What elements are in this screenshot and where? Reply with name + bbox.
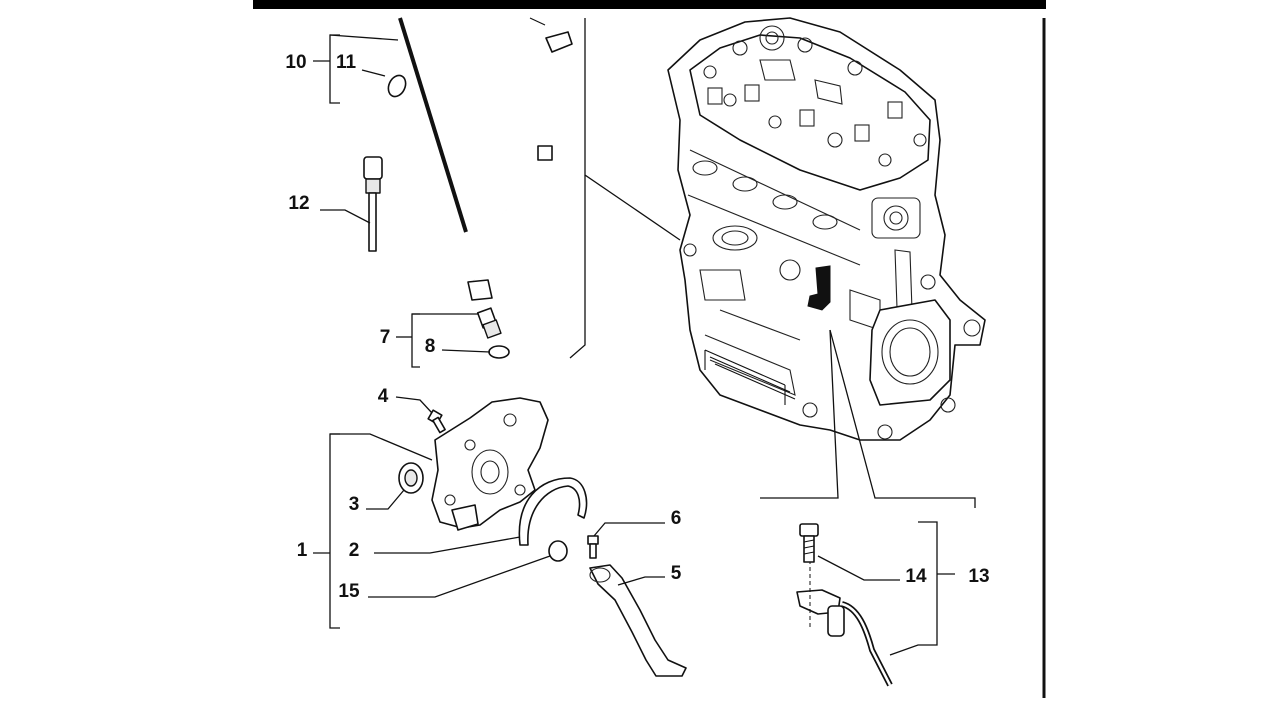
bolt-4 bbox=[427, 409, 446, 434]
callout-11: 11 bbox=[336, 52, 357, 73]
callout-10: 10 bbox=[285, 52, 306, 73]
top-border-bar bbox=[253, 0, 1046, 9]
callout-14: 14 bbox=[905, 566, 927, 587]
callout-leaders bbox=[313, 34, 955, 656]
temperature-sender bbox=[476, 307, 502, 339]
callout-3: 3 bbox=[349, 494, 360, 515]
oil-level-sensor bbox=[363, 156, 383, 252]
dipstick-tube bbox=[398, 17, 573, 301]
callout-4: 4 bbox=[378, 386, 389, 407]
callout-6: 6 bbox=[671, 508, 682, 529]
o-ring-15 bbox=[548, 540, 568, 562]
bolt-14 bbox=[799, 523, 819, 563]
o-ring-11 bbox=[387, 74, 407, 98]
callout-5: 5 bbox=[671, 563, 682, 584]
callout-labels: 10 11 12 7 8 4 3 1 2 15 6 5 14 13 bbox=[285, 52, 989, 602]
callout-8: 8 bbox=[425, 336, 436, 357]
callout-12: 12 bbox=[288, 193, 309, 214]
callout-15: 15 bbox=[338, 581, 360, 602]
bolt-6 bbox=[587, 535, 599, 559]
engine-leader-lines bbox=[569, 18, 976, 508]
sensor-bracket bbox=[807, 265, 831, 311]
seal-3 bbox=[398, 462, 424, 494]
callout-2: 2 bbox=[349, 540, 360, 561]
engine-block bbox=[667, 17, 986, 441]
gasket-2 bbox=[518, 477, 588, 546]
crank-sensor bbox=[796, 560, 893, 687]
washer-8 bbox=[488, 345, 510, 359]
callout-1: 1 bbox=[297, 540, 308, 561]
oil-pump-assembly bbox=[431, 397, 549, 531]
callout-13: 13 bbox=[968, 566, 989, 587]
callout-7: 7 bbox=[380, 327, 391, 348]
